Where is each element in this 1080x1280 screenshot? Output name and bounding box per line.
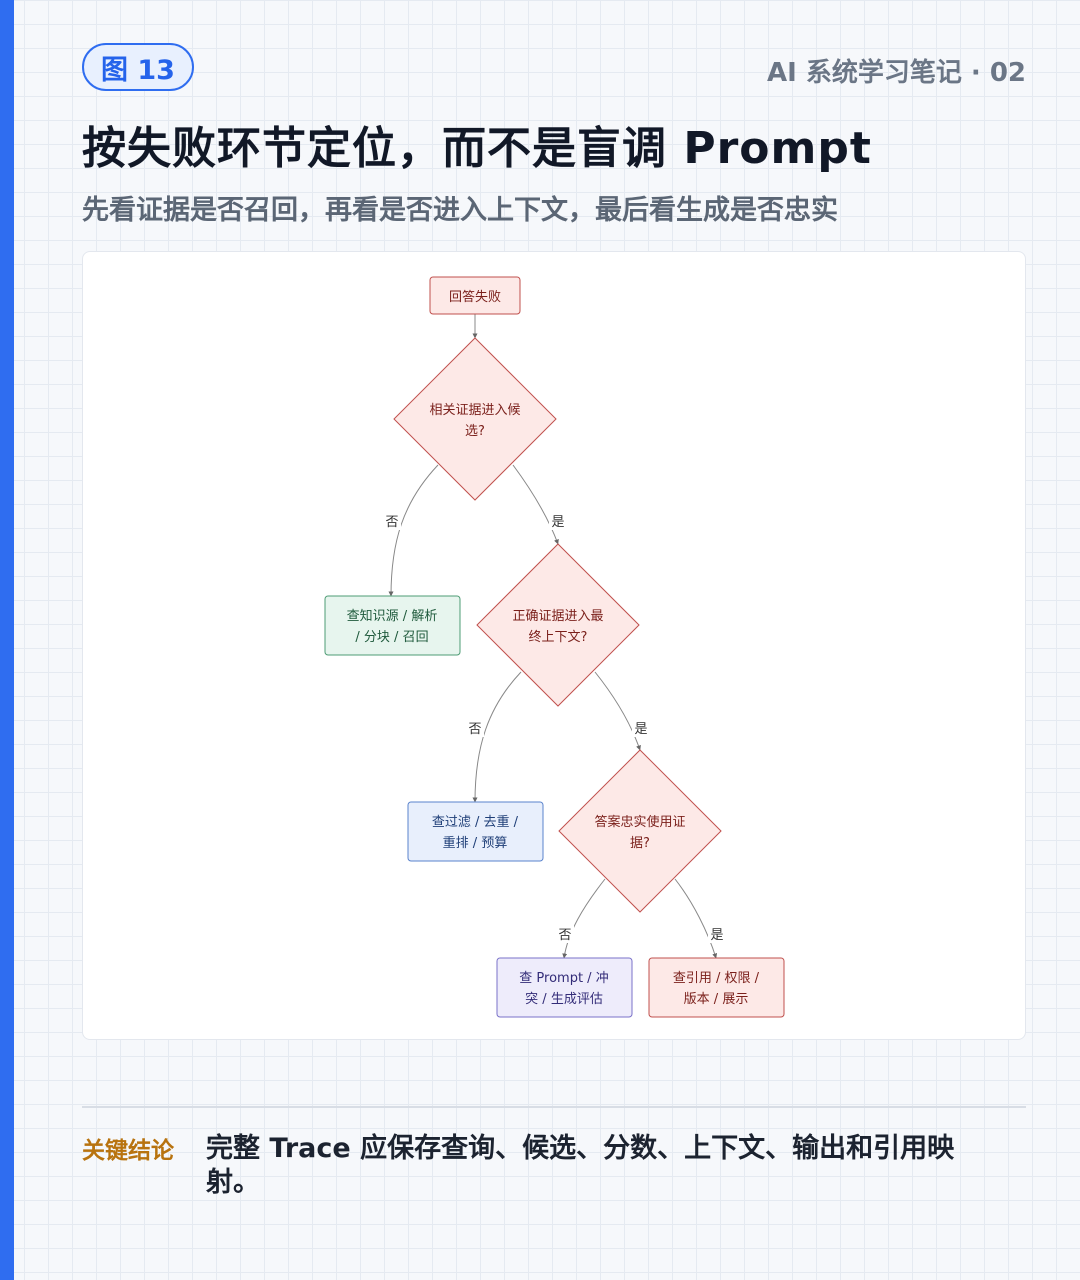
result-check-citation-permission: 查引用 / 权限 / 版本 / 展示: [648, 957, 785, 1018]
edge-d3-yes: [674, 878, 718, 959]
decision-3-line-1: 答案忠实使用证: [594, 814, 685, 830]
result-1-line-1: 查知识源 / 解析: [347, 608, 438, 624]
edge-label-d1-yes: 是: [551, 515, 564, 530]
figure-badge: 图 13: [82, 43, 194, 91]
edge-label-d2-no: 否: [468, 722, 481, 737]
decision-evidence-in-context: 正确证据进入最 终上下文?: [476, 543, 640, 707]
page-subtitle: 先看证据是否召回，再看是否进入上下文，最后看生成是否忠实: [82, 195, 838, 226]
result-3-line-1: 查 Prompt / 冲: [519, 971, 608, 986]
result-check-filter-rerank: 查过滤 / 去重 / 重排 / 预算: [407, 801, 544, 862]
decision-answer-faithful: 答案忠实使用证 据?: [558, 749, 722, 913]
accent-bar: [0, 0, 14, 1280]
decision-2-line-2: 终上下文?: [529, 629, 588, 645]
result-3-line-2: 突 / 生成评估: [525, 991, 603, 1007]
node-answer-failed: 回答失败: [429, 276, 521, 315]
node-answer-failed-label: 回答失败: [449, 289, 501, 305]
edge-d1-yes: [512, 464, 559, 545]
conclusion-label: 关键结论: [82, 1138, 174, 1164]
edge-label-d3-no: 否: [558, 928, 571, 943]
result-1-line-2: / 分块 / 召回: [355, 630, 428, 645]
conclusion-text: 完整 Trace 应保存查询、候选、分数、上下文、输出和引用映射。: [206, 1133, 955, 1198]
divider: [82, 1106, 1026, 1108]
result-4-line-2: 版本 / 展示: [684, 992, 749, 1007]
decision-2-line-1: 正确证据进入最: [512, 609, 603, 624]
decision-1-line-1: 相关证据进入候: [429, 403, 520, 418]
result-2-line-1: 查过滤 / 去重 /: [432, 814, 519, 830]
edge-label-d1-no: 否: [385, 515, 398, 530]
series-label: AI 系统学习笔记 · 02: [766, 58, 1026, 88]
result-2-line-2: 重排 / 预算: [443, 835, 508, 851]
page-title: 按失败环节定位，而不是盲调 Prompt: [82, 123, 872, 174]
edge-labels: 否 是 否 是 否 是: [383, 512, 726, 943]
result-4-line-1: 查引用 / 权限 /: [673, 970, 760, 986]
edge-d1-no: [388, 464, 439, 597]
edge-label-d3-yes: 是: [710, 928, 723, 943]
flowchart: 否 是 否 是 否 是 回答失败 相关证据进入候 选? 查知识源 / 解析: [324, 276, 785, 1018]
result-check-knowledge-source: 查知识源 / 解析 / 分块 / 召回: [324, 595, 461, 656]
edge-d2-yes: [594, 671, 641, 751]
decision-3-line-2: 据?: [630, 836, 650, 851]
edge-d3-no: [562, 878, 606, 959]
result-check-prompt-conflict: 查 Prompt / 冲 突 / 生成评估: [496, 957, 633, 1018]
decision-1-line-2: 选?: [465, 424, 485, 439]
edge-label-d2-yes: 是: [634, 722, 647, 737]
edge-d2-no: [472, 671, 522, 803]
decision-evidence-in-candidates: 相关证据进入候 选?: [393, 337, 557, 501]
diagram-card: 否 是 否 是 否 是 回答失败 相关证据进入候 选? 查知识源 / 解析: [82, 251, 1026, 1040]
